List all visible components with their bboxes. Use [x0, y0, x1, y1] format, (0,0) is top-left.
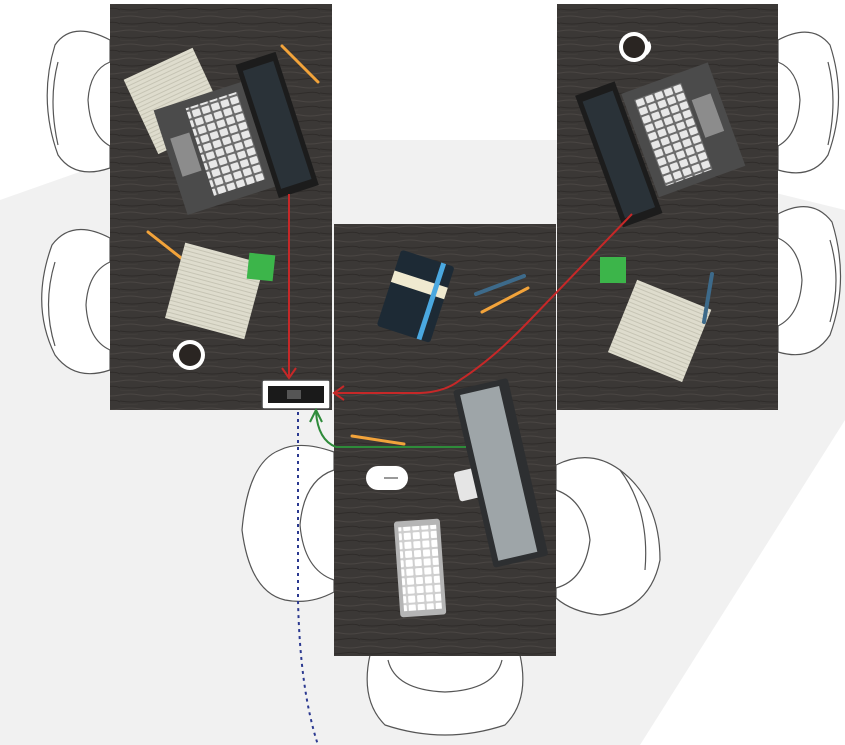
left-desk	[110, 4, 332, 410]
mouse-icon	[366, 466, 408, 490]
keyboard-icon	[394, 519, 447, 618]
chair-center-bottom	[367, 655, 523, 735]
connection-hub-icon	[262, 380, 330, 409]
chair-left-top	[47, 31, 110, 172]
sticky-note-icon	[247, 253, 276, 282]
chair-right-bottom	[778, 207, 841, 355]
sticky-note-icon	[600, 257, 626, 283]
chair-right-top	[778, 32, 839, 173]
